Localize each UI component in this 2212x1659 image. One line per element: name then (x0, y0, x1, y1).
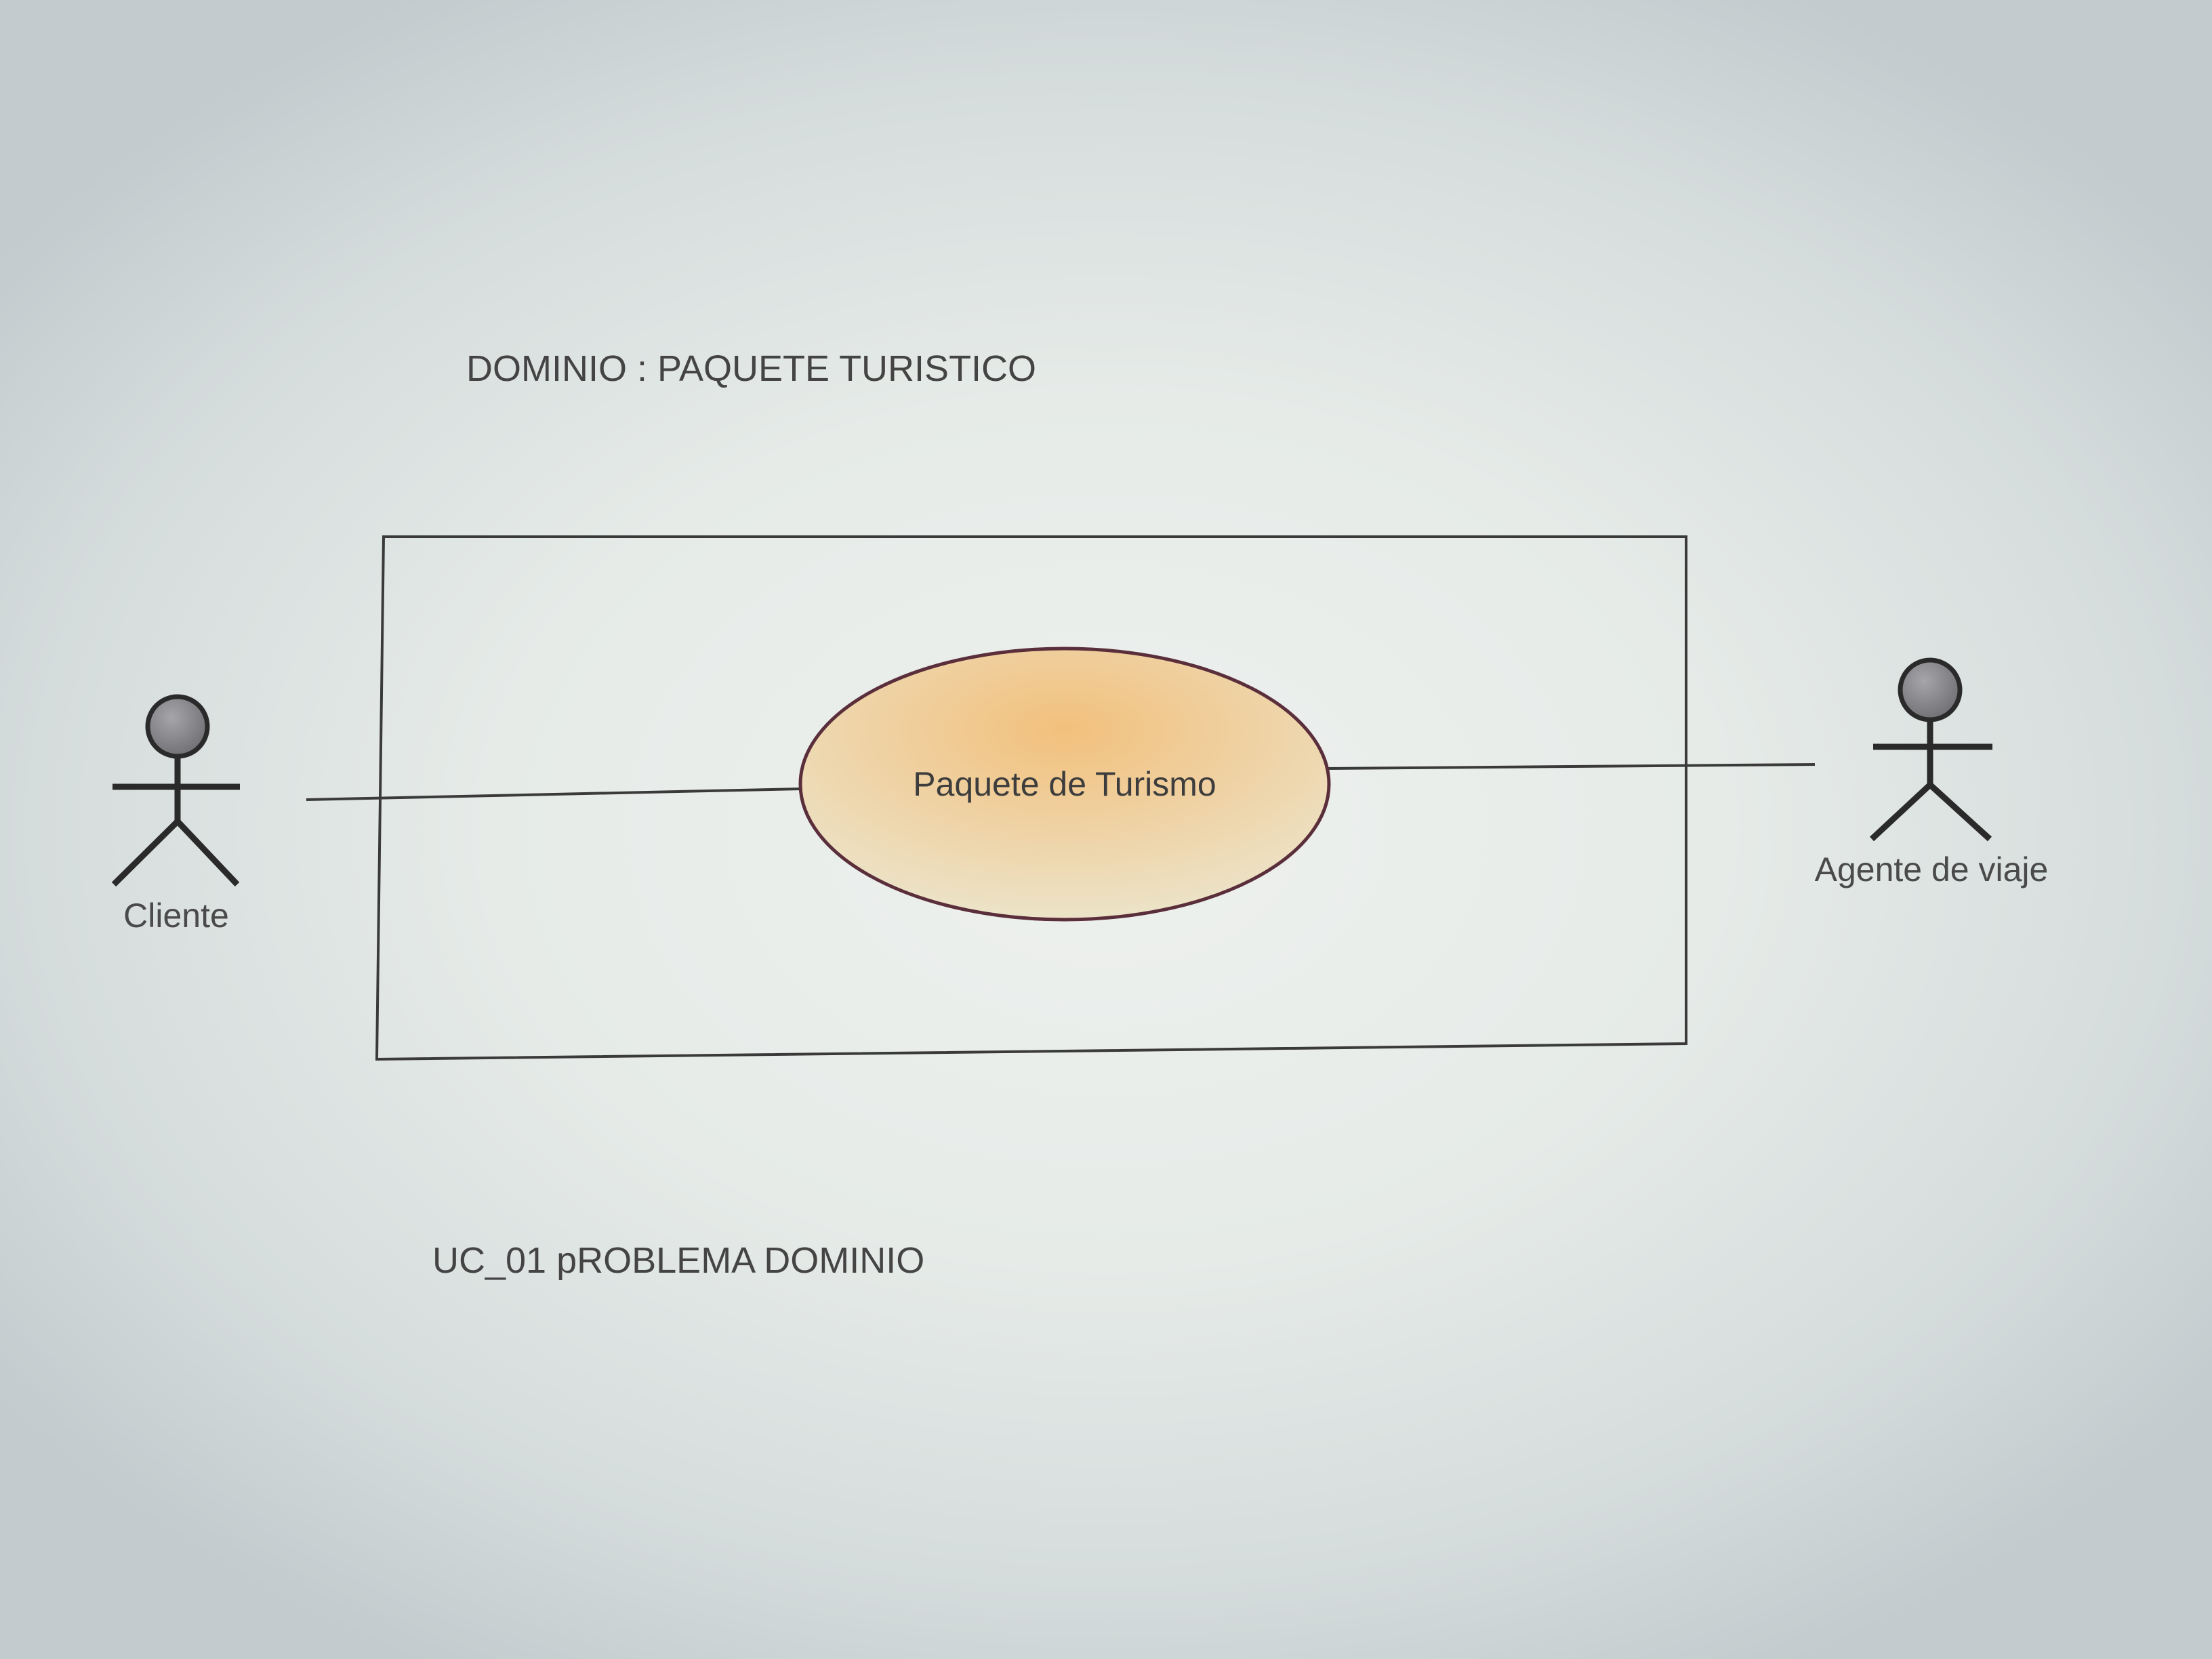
actor-stick-figure-icon (111, 694, 240, 887)
use-case-label: Paquete de Turismo (913, 765, 1216, 803)
diagram-caption: UC_01 pROBLEMA DOMINIO (432, 1240, 924, 1281)
use-case-ellipse (798, 647, 1331, 922)
system-boundary (375, 535, 1687, 1061)
actor-stick-figure-icon (1869, 657, 1992, 842)
actor-agente-de-viaje[interactable]: Agente de viaje (1815, 657, 2049, 888)
actor-cliente[interactable]: Cliente (111, 694, 240, 935)
actor-label: Agente de viaje (1815, 851, 2049, 888)
actor-label: Cliente (123, 897, 229, 935)
association-line-cliente (306, 787, 803, 801)
use-case-paquete-de-turismo[interactable]: Paquete de Turismo (798, 647, 1331, 922)
association-line-agente (1326, 763, 1816, 770)
diagram-title: DOMINIO : PAQUETE TURISTICO (466, 348, 1036, 389)
